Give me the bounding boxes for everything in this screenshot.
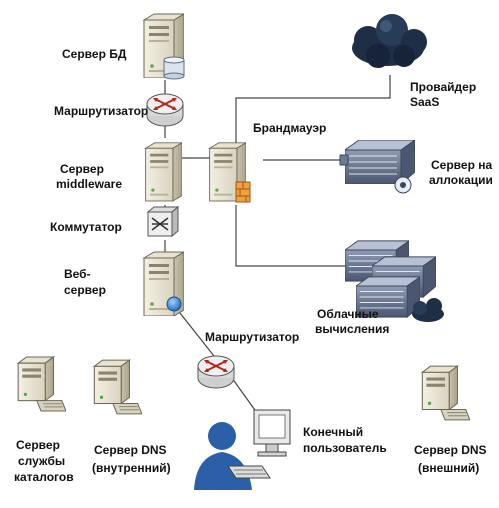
label-directory-3: каталогов [14, 470, 74, 484]
label-cloud-computing-1: Облачные [317, 307, 379, 321]
globe-icon [166, 296, 182, 312]
label-router-bottom: Маршрутизатор [205, 330, 300, 344]
label-middleware-1: Сервер [60, 162, 104, 176]
router-icon[interactable] [197, 355, 235, 389]
label-dns-internal-2: (внутренний) [92, 461, 171, 475]
label-firewall: Брандмауэр [253, 121, 327, 135]
label-switch: Коммутатор [50, 220, 122, 234]
label-directory-2: службы [18, 454, 66, 468]
switch-icon[interactable] [146, 205, 180, 238]
cloud-icon [412, 298, 444, 322]
label-dns-external-1: Сервер DNS [414, 443, 487, 457]
colocation-server[interactable] [339, 140, 415, 194]
database-icon [163, 56, 185, 80]
label-cloud-computing-2: вычисления [315, 322, 390, 336]
directory-server-icon[interactable] [17, 356, 66, 412]
dns-external-server-icon[interactable] [421, 365, 470, 421]
keyboard-icon [227, 465, 271, 479]
firewall-icon [235, 181, 251, 203]
db-server[interactable] [143, 13, 185, 80]
end-user[interactable] [194, 409, 291, 490]
dns-internal-server-icon[interactable] [93, 359, 142, 415]
label-end-user-1: Конечный [303, 425, 364, 439]
label-middleware-2: middleware [56, 177, 123, 191]
monitor-icon [253, 409, 291, 457]
label-web-server-1: Веб- [64, 267, 91, 281]
label-end-user-2: пользователь [303, 441, 387, 455]
label-db-server: Сервер БД [62, 47, 127, 61]
label-colocation-2: аллокации [429, 173, 493, 187]
cloud-computing[interactable] [345, 240, 444, 322]
user-icon [194, 422, 252, 490]
router-icon[interactable] [146, 93, 184, 127]
label-dns-external-2: (внешний) [418, 461, 480, 475]
middleware-server-icon[interactable] [145, 142, 182, 202]
label-dns-internal-1: Сервер DNS [94, 443, 167, 457]
label-colocation-1: Сервер на [431, 158, 493, 172]
label-saas-provider-2: SaaS [410, 95, 440, 109]
firewall[interactable] [209, 142, 251, 203]
label-router-top: Маршрутизатор [54, 104, 149, 118]
cloud-icon[interactable] [352, 14, 427, 68]
label-web-server-2: сервер [64, 283, 106, 297]
label-saas-provider-1: Провайдер [410, 80, 477, 94]
label-directory-1: Сервер [16, 438, 60, 452]
